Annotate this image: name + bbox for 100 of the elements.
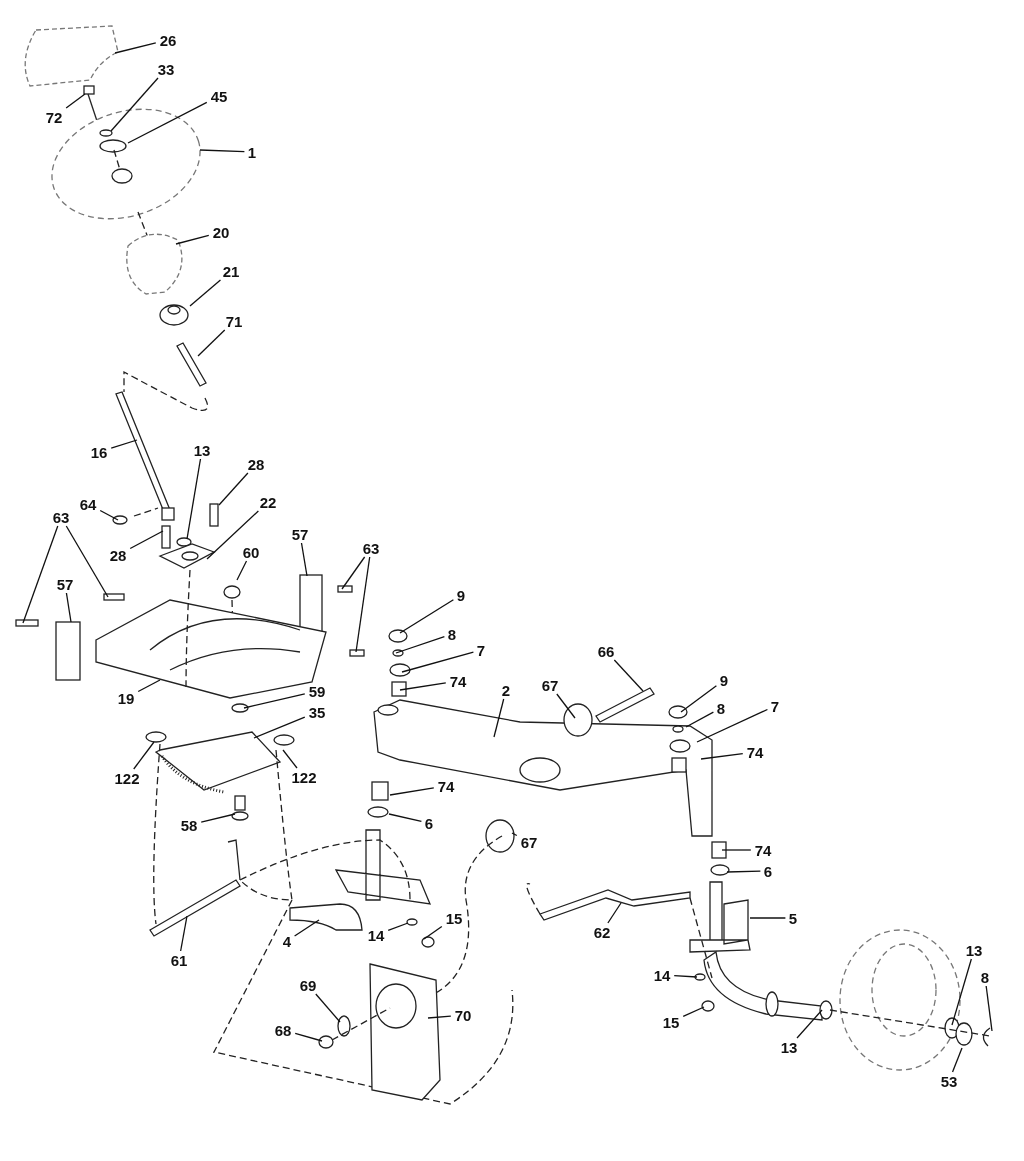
leader-line — [387, 922, 409, 932]
callout-number: 15 — [661, 1013, 681, 1031]
leader-line — [315, 993, 341, 1023]
leader-line — [65, 592, 72, 623]
callout-number: 13 — [192, 441, 212, 459]
leader-line — [300, 542, 308, 577]
leader-line — [114, 42, 157, 54]
leader-line — [99, 509, 119, 521]
callout-number: 2 — [500, 681, 512, 699]
callout-number: 1 — [246, 143, 258, 161]
leader-line — [110, 77, 159, 132]
leader-line — [951, 958, 972, 1026]
callout-number: 8 — [446, 625, 458, 643]
callout-number: 74 — [745, 743, 765, 761]
callout-number: 70 — [453, 1006, 473, 1024]
leader-line — [401, 651, 475, 673]
leader-line — [236, 560, 248, 581]
callout-number: 53 — [939, 1072, 959, 1090]
leader-line — [175, 234, 210, 245]
callout-number: 6 — [762, 862, 774, 880]
callout-number: 4 — [281, 932, 293, 950]
leader-line — [796, 1009, 823, 1039]
callout-number: 57 — [290, 525, 310, 543]
callout-number: 13 — [779, 1038, 799, 1056]
leader-line — [395, 635, 446, 654]
leader-line — [680, 685, 718, 713]
leader-line — [399, 682, 447, 691]
callout-number: 28 — [246, 455, 266, 473]
callout-number: 122 — [113, 769, 141, 787]
callout-number: 28 — [108, 546, 128, 564]
leader-line — [726, 870, 762, 873]
callout-number: 72 — [44, 108, 64, 126]
callout-number: 122 — [290, 768, 318, 786]
callout-number: 60 — [241, 543, 261, 561]
callout-number: 14 — [366, 926, 386, 944]
callout-number: 5 — [787, 909, 799, 927]
callout-number: 45 — [209, 87, 229, 105]
leader-line — [294, 1032, 323, 1042]
leader-line — [700, 752, 744, 760]
leader-line — [218, 472, 249, 506]
callout-number: 7 — [769, 697, 781, 715]
callout-number: 33 — [156, 60, 176, 78]
leader-line — [951, 1047, 963, 1073]
leader-line — [282, 749, 298, 769]
callout-number: 74 — [436, 777, 456, 795]
leader-line — [985, 985, 993, 1032]
leader-line — [186, 458, 202, 540]
leader-line — [206, 510, 259, 560]
callout-number: 61 — [169, 951, 189, 969]
callout-number: 8 — [979, 968, 991, 986]
callout-number: 62 — [592, 923, 612, 941]
leader-line — [607, 902, 622, 924]
leader-line — [388, 813, 423, 822]
callout-number: 7 — [475, 641, 487, 659]
leader-line — [696, 708, 769, 743]
callout-number: 19 — [116, 689, 136, 707]
leader-line — [749, 917, 787, 919]
leader-line — [65, 93, 86, 109]
callout-number: 16 — [89, 443, 109, 461]
leader-line — [293, 919, 320, 937]
callout-number: 26 — [158, 31, 178, 49]
leader-line — [389, 787, 435, 796]
leader-line — [685, 711, 715, 728]
leader-line — [427, 1015, 452, 1019]
callout-number: 74 — [448, 672, 468, 690]
callout-number: 35 — [307, 703, 327, 721]
callout-number: 63 — [51, 508, 71, 526]
callout-number: 63 — [361, 539, 381, 557]
leader-line — [423, 925, 443, 940]
callout-number: 20 — [211, 223, 231, 241]
leader-line — [243, 693, 306, 709]
leader-line — [129, 530, 164, 550]
callout-number: 9 — [455, 586, 467, 604]
leader-line — [341, 556, 366, 590]
leader-line — [65, 525, 109, 598]
leader-line — [493, 698, 505, 738]
leader-line — [511, 832, 518, 837]
callout-number: 6 — [423, 814, 435, 832]
leader-line — [133, 741, 155, 770]
callout-number: 13 — [964, 941, 984, 959]
callout-number: 21 — [221, 262, 241, 280]
callout-number: 58 — [179, 816, 199, 834]
callout-number: 14 — [652, 966, 672, 984]
callout-number: 59 — [307, 682, 327, 700]
leader-line — [721, 849, 752, 851]
leader-line — [673, 975, 698, 978]
leader-line — [253, 716, 306, 739]
callout-number: 57 — [55, 575, 75, 593]
leader-line — [399, 599, 455, 634]
leader-line — [180, 915, 188, 952]
leader-line — [197, 329, 226, 357]
leader-line — [199, 149, 246, 153]
leader-line — [110, 439, 138, 449]
callout-number: 67 — [519, 833, 539, 851]
callout-number: 22 — [258, 493, 278, 511]
leader-line — [22, 525, 59, 624]
callout-number: 69 — [298, 976, 318, 994]
leader-line — [556, 693, 576, 719]
callout-number: 9 — [718, 671, 730, 689]
leader-line — [682, 1006, 705, 1018]
